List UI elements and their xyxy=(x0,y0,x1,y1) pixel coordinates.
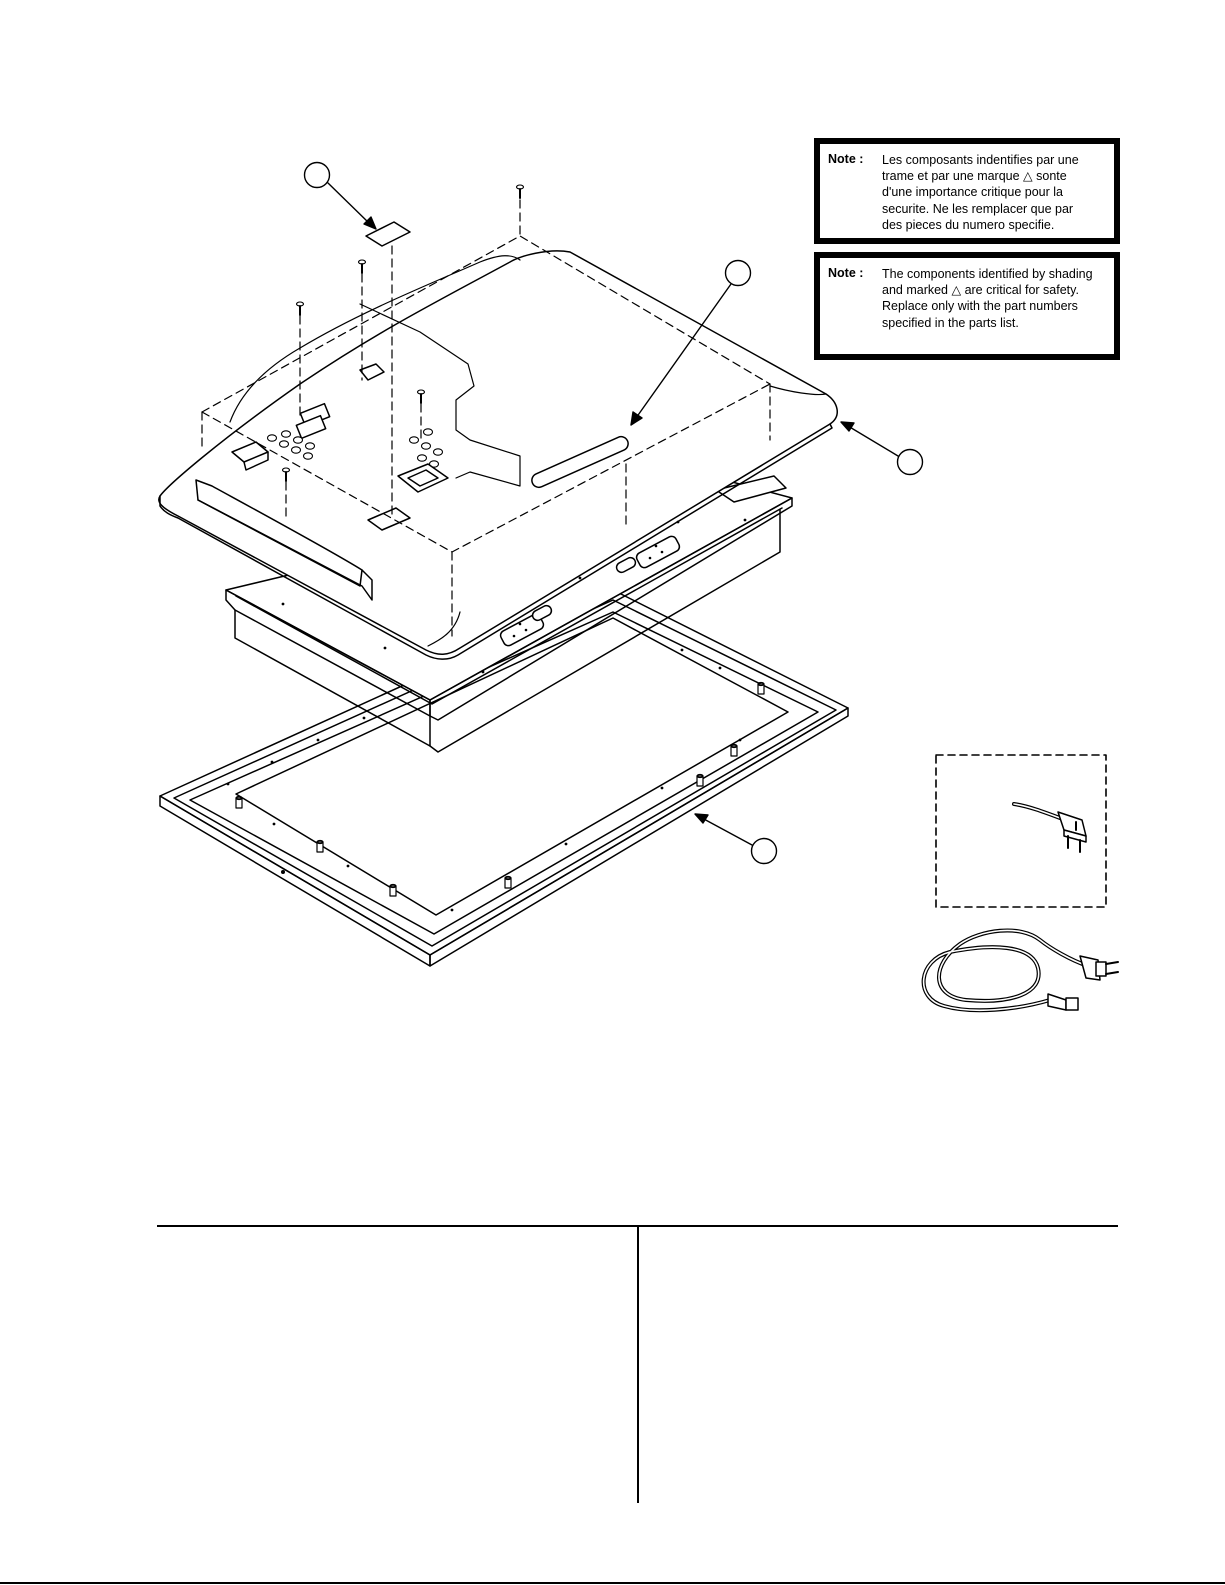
parts-table-column-divider xyxy=(637,1225,639,1503)
back-cover xyxy=(158,250,838,660)
screw xyxy=(295,301,305,316)
note-line: specified in the parts list. xyxy=(882,315,1019,330)
bezel-holes xyxy=(226,648,742,912)
note-line: securite. Ne les remplacer que par xyxy=(882,201,1074,216)
callout-back-cover-badge xyxy=(630,259,752,426)
note-line: des pieces du numero specifie. xyxy=(882,217,1055,232)
callouts xyxy=(303,161,924,865)
screws xyxy=(281,184,525,482)
note-line: d'une importance critique pour la xyxy=(882,185,1063,200)
note-text: Les composants indentifies par une trame… xyxy=(882,152,1079,232)
screw xyxy=(416,389,426,404)
note-text: The components identified by shading and… xyxy=(882,266,1093,348)
screw xyxy=(281,467,291,482)
page-bottom-rule xyxy=(0,1582,1225,1584)
chassis-brackets xyxy=(499,535,681,647)
note-line: trame et par une marque △ sonte xyxy=(882,169,1067,184)
note-box-english: Note : The components identified by shad… xyxy=(814,252,1120,360)
note-line: Replace only with the part numbers xyxy=(882,299,1078,314)
power-cord-uk-plug xyxy=(935,754,1107,908)
note-label: Note : xyxy=(828,152,864,166)
screw xyxy=(515,184,525,199)
screw xyxy=(357,259,367,274)
note-line: and marked △ are critical for safety. xyxy=(882,283,1079,298)
power-cord-us-plug xyxy=(921,928,1119,1013)
callout-front-bezel xyxy=(694,813,778,865)
callout-back-cover xyxy=(840,421,924,476)
callout-label xyxy=(303,161,377,230)
note-box-french: Note : Les composants indentifies par un… xyxy=(814,138,1120,244)
bezel-bosses xyxy=(235,681,765,897)
assembly-guide-lines xyxy=(201,199,771,637)
label-part xyxy=(365,221,411,247)
note-line: The components identified by shading xyxy=(882,267,1093,281)
note-line: Les composants indentifies par une xyxy=(882,153,1079,167)
note-label: Note : xyxy=(828,266,864,280)
